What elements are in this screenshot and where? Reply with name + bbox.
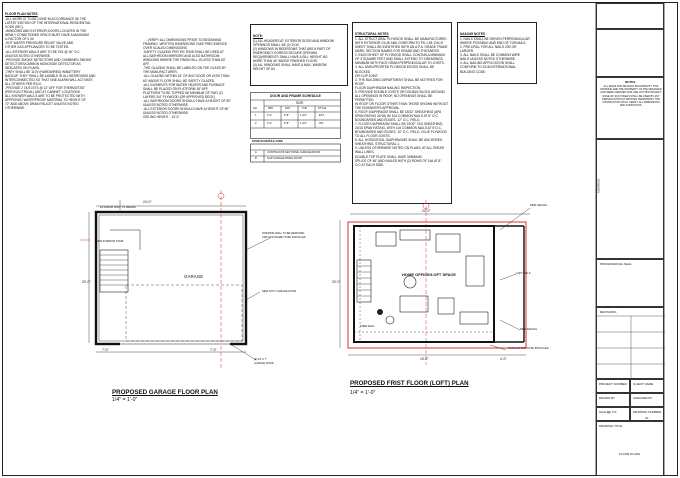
garage-room-label: GARAGE	[184, 274, 204, 279]
floor-plan-notes: FLOOR PLAN NOTES-ALL WORK IS TO BE DONE …	[5, 4, 137, 164]
door-cell: 6'-8"	[284, 122, 290, 125]
door-col-header: WID	[268, 107, 274, 110]
garage-callout: INTERIOR WALL TO BE REMOVED AND 2X4 FRAM…	[262, 232, 306, 240]
loft-floor-plan	[339, 200, 531, 365]
floor-plan-notes-body: -ALL WORK IS TO BE DONE IN ACCORDANCE W/…	[5, 17, 96, 111]
tb-project-number-cell: PROJECT NUMBER	[596, 379, 630, 393]
tb-drawing-number-label: DRAWING NUMBER	[633, 410, 662, 414]
tb-scale-label: SCALE	[599, 410, 609, 414]
floor-plan-notes-title: FLOOR PLAN NOTES	[5, 12, 38, 17]
door-col-header: NO	[253, 107, 257, 110]
door-code-title: DOOR SCHEDULE CODE	[252, 139, 283, 143]
tb-logo-cell	[596, 3, 664, 29]
tb-address-label: ADDRESS	[596, 178, 601, 194]
tb-revisions-label: REVISIONS	[600, 310, 617, 314]
tb-professional-label: PROFESSIONAL SEAL	[600, 262, 632, 266]
nailing-notes-title: NAILING NOTES	[460, 32, 485, 37]
garage-callout: NEW 16'X7' GARAGE DOOR	[262, 290, 297, 293]
door-col-header: HGT	[285, 107, 291, 110]
general-notes-body: -VERIFY ALL DIMENSIONS PRIOR TO BEGINNIN…	[143, 38, 232, 119]
note-box-body: (1) ALL HEADERS AT EXTERIOR DOOR AND WIN…	[253, 39, 334, 72]
loft-callout: NEW RAILING	[520, 328, 538, 331]
tb-drawing-number-cell: DRAWING NUMBER A1	[630, 407, 664, 421]
tb-client-name-label: CLIENT NAME	[633, 382, 654, 386]
note-box: NOTE:(1) ALL HEADERS AT EXTERIOR DOOR AN…	[250, 24, 348, 86]
tb-notes-title: NOTES	[625, 80, 636, 84]
loft-plan-scale: 1/4" = 1'-0"	[350, 390, 376, 396]
loft-room-label: HOME OFFICE/LOFT SPACE	[402, 272, 456, 277]
tb-project-number-label: PROJECT NUMBER	[599, 382, 627, 386]
tb-drawing-title-label: DRAWING TITLE	[599, 424, 623, 428]
loft-dim-right: 4'-0"	[500, 357, 507, 361]
note-box-title: NOTE:	[253, 34, 263, 39]
door-cell: 6'-8"	[284, 114, 290, 117]
garage-callout: (E) 16' X 7' GARAGE DOOR	[254, 358, 274, 366]
garage-callout: EXTERIOR WALL TO REMAIN	[100, 206, 136, 209]
tb-checked-by-cell: CHECKED BY	[630, 393, 664, 407]
nailing-notes-body: 1. NAILS SHALL BE DRIVEN PERPENDICULAR W…	[460, 37, 530, 74]
tb-revisions-cell: REVISIONS	[596, 307, 665, 380]
door-code-cell: B	[255, 157, 257, 160]
tb-drawing-title-cell: DRAWING TITLE FLOOR PLANS	[596, 421, 664, 476]
garage-floor-plan	[80, 190, 271, 370]
loft-callout: KNEE WALL	[360, 325, 375, 328]
garage-callout: NEW INTERIOR STAIR	[96, 240, 124, 243]
garage-dim-width: 24'-0"	[143, 200, 152, 204]
door-cell: 2	[255, 122, 257, 125]
structural-notes-title: STRUCTURAL NOTES	[355, 32, 389, 37]
tb-blank-cell	[596, 29, 664, 77]
door-schedule: DOOR AND FRAME SCHEDULE SIZE NO WID HGT …	[250, 92, 342, 172]
door-col-header: STYLE	[318, 107, 327, 110]
garage-dim-depth: 20'-0"	[82, 280, 91, 284]
tb-scale-cell: SCALE @ 2'4"	[596, 407, 630, 421]
door-code-cell: SLIP GARAGE PANEL DOOR	[267, 157, 302, 160]
door-cell: 3'-0"	[267, 114, 273, 117]
door-col-header: THK	[302, 107, 308, 110]
tb-notes-cell: NOTES ALL IDEAS AND DESIGNS INDICATED BY…	[596, 77, 664, 139]
tb-professional-cell: PROFESSIONAL SEAL	[596, 259, 664, 307]
garage-dim-left: 7'-0"	[102, 348, 109, 352]
door-schedule-grid	[250, 92, 341, 163]
door-schedule-size-header: SIZE	[296, 100, 304, 105]
general-notes: -VERIFY ALL DIMENSIONS PRIOR TO BEGINNIN…	[143, 34, 251, 154]
garage-dim-right: 7'-0"	[210, 348, 217, 352]
door-cell: 1	[255, 114, 257, 117]
tb-sheet-number: A1	[645, 416, 649, 420]
tb-client-name-cell: CLIENT NAME	[630, 379, 664, 393]
garage-plan-title: PROPOSED GARAGE FLOOR PLAN	[112, 389, 218, 396]
loft-dim-bottom: 15'-0"	[420, 357, 429, 361]
loft-plan-title: PROPOSED FRIST FLOOR (LOFT) PLAN	[350, 380, 469, 387]
door-code-cell: A	[255, 151, 257, 154]
door-cell: 3'-0"	[267, 122, 273, 125]
loft-callout: LOFT WALK	[516, 272, 531, 275]
door-cell: EXT.	[319, 114, 325, 117]
loft-dim-width: 24'-0"	[422, 209, 431, 213]
door-cell: 1 3/4"	[300, 122, 307, 125]
tb-scale-value: @ 2'4"	[608, 410, 617, 414]
structural-notes-body: 1. ALL STRUCTURAL PLYWOOD SHALL BE MANUF…	[355, 37, 449, 167]
door-schedule-title: DOOR AND FRAME SCHEDULE	[270, 93, 321, 98]
loft-dim-depth: 20'-0"	[332, 280, 341, 284]
tb-notes-text: ALL IDEAS AND DESIGNS INDICATED BY THIS …	[600, 85, 662, 108]
tb-drawn-by-cell: DRAWN BY	[596, 393, 630, 407]
tb-checked-by-label: CHECKED BY	[633, 396, 653, 400]
loft-callout: NEW CEILING	[530, 204, 548, 207]
door-code-cell: CONTINUOUS SECTIONAL GARAGE DOOR	[267, 151, 321, 154]
tb-revisions-grid	[597, 315, 665, 380]
tb-drawn-by-label: DRAWN BY	[599, 396, 616, 400]
loft-callout: RAIN/GUTTER TO BE INSTALLED	[508, 347, 549, 350]
tb-address-cell: ADDRESS	[596, 139, 664, 259]
tb-drawing-title-value: FLOOR PLANS	[619, 452, 641, 456]
title-block: NOTES ALL IDEAS AND DESIGNS INDICATED BY…	[596, 3, 665, 476]
door-cell: INT.	[319, 122, 324, 125]
garage-plan-scale: 1/4" = 1'-0"	[112, 397, 138, 403]
door-cell: 1 3/4"	[300, 114, 307, 117]
